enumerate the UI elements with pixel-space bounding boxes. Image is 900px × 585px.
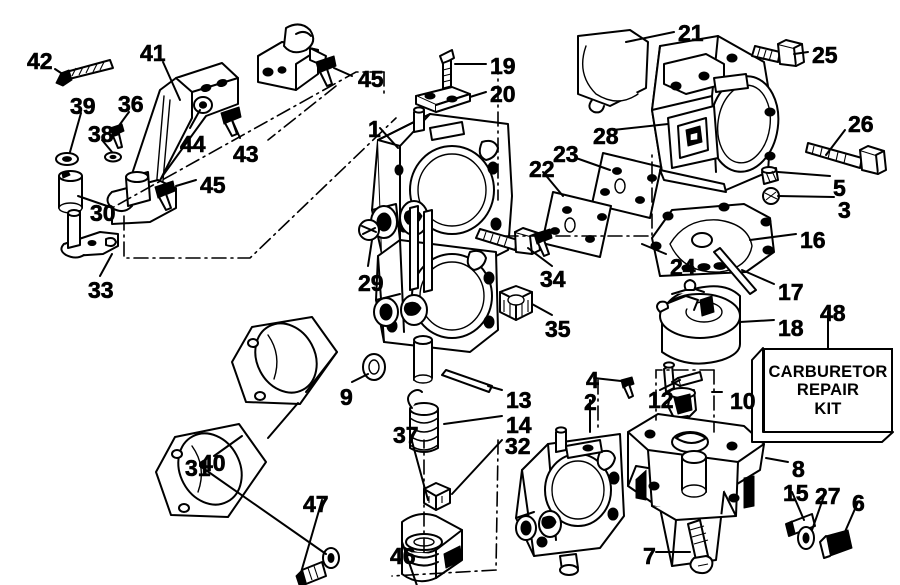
- callout-27: 27: [815, 483, 841, 509]
- part-43-screw: [220, 106, 242, 137]
- part-29-plug: [358, 219, 380, 241]
- kit-box-line-2: REPAIR: [796, 381, 860, 400]
- part-3-washer: [762, 187, 780, 205]
- part-32-nut: [423, 482, 451, 511]
- callout-24: 24: [670, 254, 696, 280]
- kit-box-line-3: KIT: [814, 399, 842, 418]
- callout-45a: 45: [358, 66, 384, 92]
- callout-48: 48: [820, 300, 846, 326]
- callout-1: 1: [368, 116, 381, 142]
- part-22-diaphragm-plate: [541, 191, 612, 258]
- callout-39: 39: [70, 93, 96, 119]
- callout-38: 38: [88, 121, 114, 147]
- callout-17: 17: [778, 279, 804, 305]
- part-21-gasket: [577, 29, 649, 114]
- callout-30: 30: [90, 200, 116, 226]
- callout-44: 44: [180, 131, 206, 157]
- part-33-lever: [60, 209, 119, 259]
- part-7-screw: [687, 519, 714, 575]
- part-1-carburetor-body-lower: [373, 205, 499, 384]
- part-27-washer: [797, 526, 815, 550]
- callout-42: 42: [27, 48, 53, 74]
- part-47-screw: [295, 561, 327, 585]
- part-17-pin: [713, 247, 757, 295]
- part-18-float: [656, 279, 741, 365]
- callout-23: 23: [553, 141, 579, 167]
- callout-45b: 45: [200, 172, 226, 198]
- part-39-washer: [55, 152, 79, 166]
- callout-36: 36: [118, 91, 144, 117]
- part-9-oring: [362, 353, 386, 381]
- callout-25: 25: [812, 42, 838, 68]
- callout-16: 16: [800, 227, 826, 253]
- callout-33: 33: [88, 277, 114, 303]
- callout-3: 3: [838, 197, 851, 223]
- part-20-plate: [415, 86, 471, 113]
- part-45-screw-upper: [315, 55, 337, 87]
- part-16-gasket: [650, 202, 775, 277]
- callout-41: 41: [140, 40, 166, 66]
- part-45-screw-lower: [154, 180, 176, 211]
- callout-40: 40: [200, 450, 226, 476]
- part-44-washer: [193, 96, 213, 114]
- callout-31: 31: [185, 455, 211, 481]
- callout-20: 20: [490, 81, 516, 107]
- callout-21: 21: [678, 20, 704, 46]
- callout-19: 19: [490, 53, 516, 79]
- callout-28: 28: [593, 123, 619, 149]
- kit-box-line-1: CARBURETOR: [768, 362, 888, 381]
- part-37-cam: [401, 513, 463, 583]
- callout-13: 13: [506, 387, 532, 413]
- callout-10: 10: [730, 388, 756, 414]
- part-13-pin: [441, 369, 493, 393]
- callout-46: 46: [390, 543, 416, 569]
- callout-26: 26: [848, 111, 874, 137]
- callout-5: 5: [833, 175, 846, 201]
- part-5-spacer: [761, 166, 779, 185]
- callout-8: 8: [792, 456, 805, 482]
- part-26-long-bolt: [805, 142, 887, 175]
- callout-2: 2: [584, 389, 597, 415]
- callout-6: 6: [852, 490, 865, 516]
- callout-4: 4: [586, 367, 599, 393]
- callout-32: 32: [505, 433, 531, 459]
- callout-14: 14: [506, 412, 532, 438]
- callout-22: 22: [529, 156, 555, 182]
- part-2-body-lower: [515, 426, 625, 576]
- part-linkage-top: [257, 23, 327, 91]
- callout-43: 43: [233, 141, 259, 167]
- callout-9: 9: [340, 384, 353, 410]
- part-25-bolt: [751, 39, 805, 67]
- part-31-washer: [322, 547, 340, 569]
- callout-7: 7: [643, 543, 656, 569]
- callout-12: 12: [648, 387, 674, 413]
- callout-47: 47: [303, 491, 329, 517]
- callout-15: 15: [783, 480, 809, 506]
- part-38-washer: [104, 151, 122, 163]
- callout-34: 34: [540, 266, 566, 292]
- part-8-float-bowl: [627, 413, 765, 567]
- callout-37: 37: [393, 422, 419, 448]
- part-30-bushing: [58, 170, 83, 214]
- part-6-screw: [819, 529, 853, 559]
- callout-29: 29: [358, 270, 384, 296]
- carburetor-repair-kit-box: CARBURETOR REPAIR KIT: [763, 348, 893, 433]
- callout-18: 18: [778, 315, 804, 341]
- group-brackets: [111, 59, 715, 577]
- callout-35: 35: [545, 316, 571, 342]
- part-35-nut: [499, 285, 533, 321]
- part-28-body: [651, 35, 780, 193]
